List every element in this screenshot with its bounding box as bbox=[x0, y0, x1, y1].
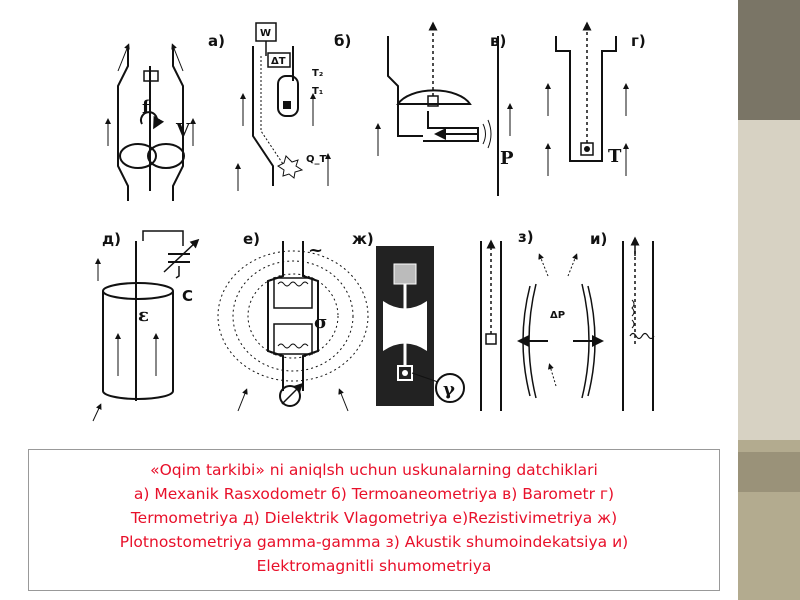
panel-b-symbol-t2: T₂ bbox=[312, 68, 323, 79]
panel-e-label: е) bbox=[243, 230, 260, 248]
panel-b-symbol-qt: Q_T bbox=[306, 154, 327, 165]
panel-v-symbol-p: P bbox=[500, 148, 514, 169]
panel-g-symbol-t: T bbox=[608, 146, 622, 167]
panel-zh-label: ж) bbox=[352, 230, 374, 248]
panel-i-label: и) bbox=[590, 230, 607, 248]
panel-d-label: д) bbox=[102, 230, 121, 248]
panel-b-symbol-w: W bbox=[260, 28, 271, 39]
caption-line-3: Termometriya д) Dielektrik Vlagometriya … bbox=[130, 509, 618, 527]
panel-g-diagram bbox=[545, 21, 629, 176]
panel-d-diagram bbox=[92, 230, 200, 422]
panel-a-symbol-f: f bbox=[142, 97, 151, 118]
side-decor-strip-accent bbox=[738, 452, 800, 492]
panel-v-diagram bbox=[375, 21, 513, 196]
panel-zh-symbol-gamma: γ bbox=[443, 379, 455, 400]
panel-i-diagram bbox=[622, 236, 655, 411]
panel-d-symbol-epsilon: ε bbox=[138, 305, 149, 326]
panel-b-diagram bbox=[235, 22, 331, 191]
side-decor-strip-top bbox=[738, 0, 800, 120]
panel-v-label: в) bbox=[490, 32, 506, 50]
caption-line-4: Plotnostometriya gamma-gamma з) Akustik … bbox=[119, 533, 629, 551]
panel-a-symbol-v: V bbox=[175, 120, 191, 141]
panel-b-label: б) bbox=[334, 32, 351, 50]
caption-box: «Oqim tarkibi» ni aniqlsh uchun uskunala… bbox=[28, 449, 720, 591]
caption-line-2: а) Mexanik Rasxodometr б) Termoaneometri… bbox=[133, 485, 615, 503]
panel-b-symbol-dt: ΔT bbox=[271, 56, 286, 67]
panel-zh-diagram bbox=[376, 246, 465, 406]
panel-a-label: а) bbox=[208, 32, 225, 50]
panel-a-diagram bbox=[105, 43, 196, 201]
panel-e-symbol-tilde: ~ bbox=[308, 240, 323, 261]
caption-title: «Oqim tarkibi» ni aniqlsh uchun uskunala… bbox=[150, 461, 598, 479]
sensor-diagram: а) f V б) W ΔT T₂ T₁ Q_T в) P bbox=[78, 16, 673, 426]
panel-z-diagram bbox=[480, 239, 604, 411]
panel-z-label: з) bbox=[518, 228, 534, 246]
panel-d-symbol-c: C bbox=[182, 287, 193, 305]
panel-z-symbol-dp: ΔP bbox=[550, 310, 565, 321]
panel-e-symbol-sigma: σ bbox=[314, 312, 327, 333]
panel-g-label: г) bbox=[631, 32, 646, 50]
caption-line-5: Elektromagnitli shumometriya bbox=[256, 557, 492, 575]
panel-e-diagram bbox=[217, 241, 369, 412]
panel-b-symbol-t1: T₁ bbox=[312, 86, 323, 97]
sensor-diagram-svg: а) f V б) W ΔT T₂ T₁ Q_T в) P bbox=[92, 21, 655, 422]
